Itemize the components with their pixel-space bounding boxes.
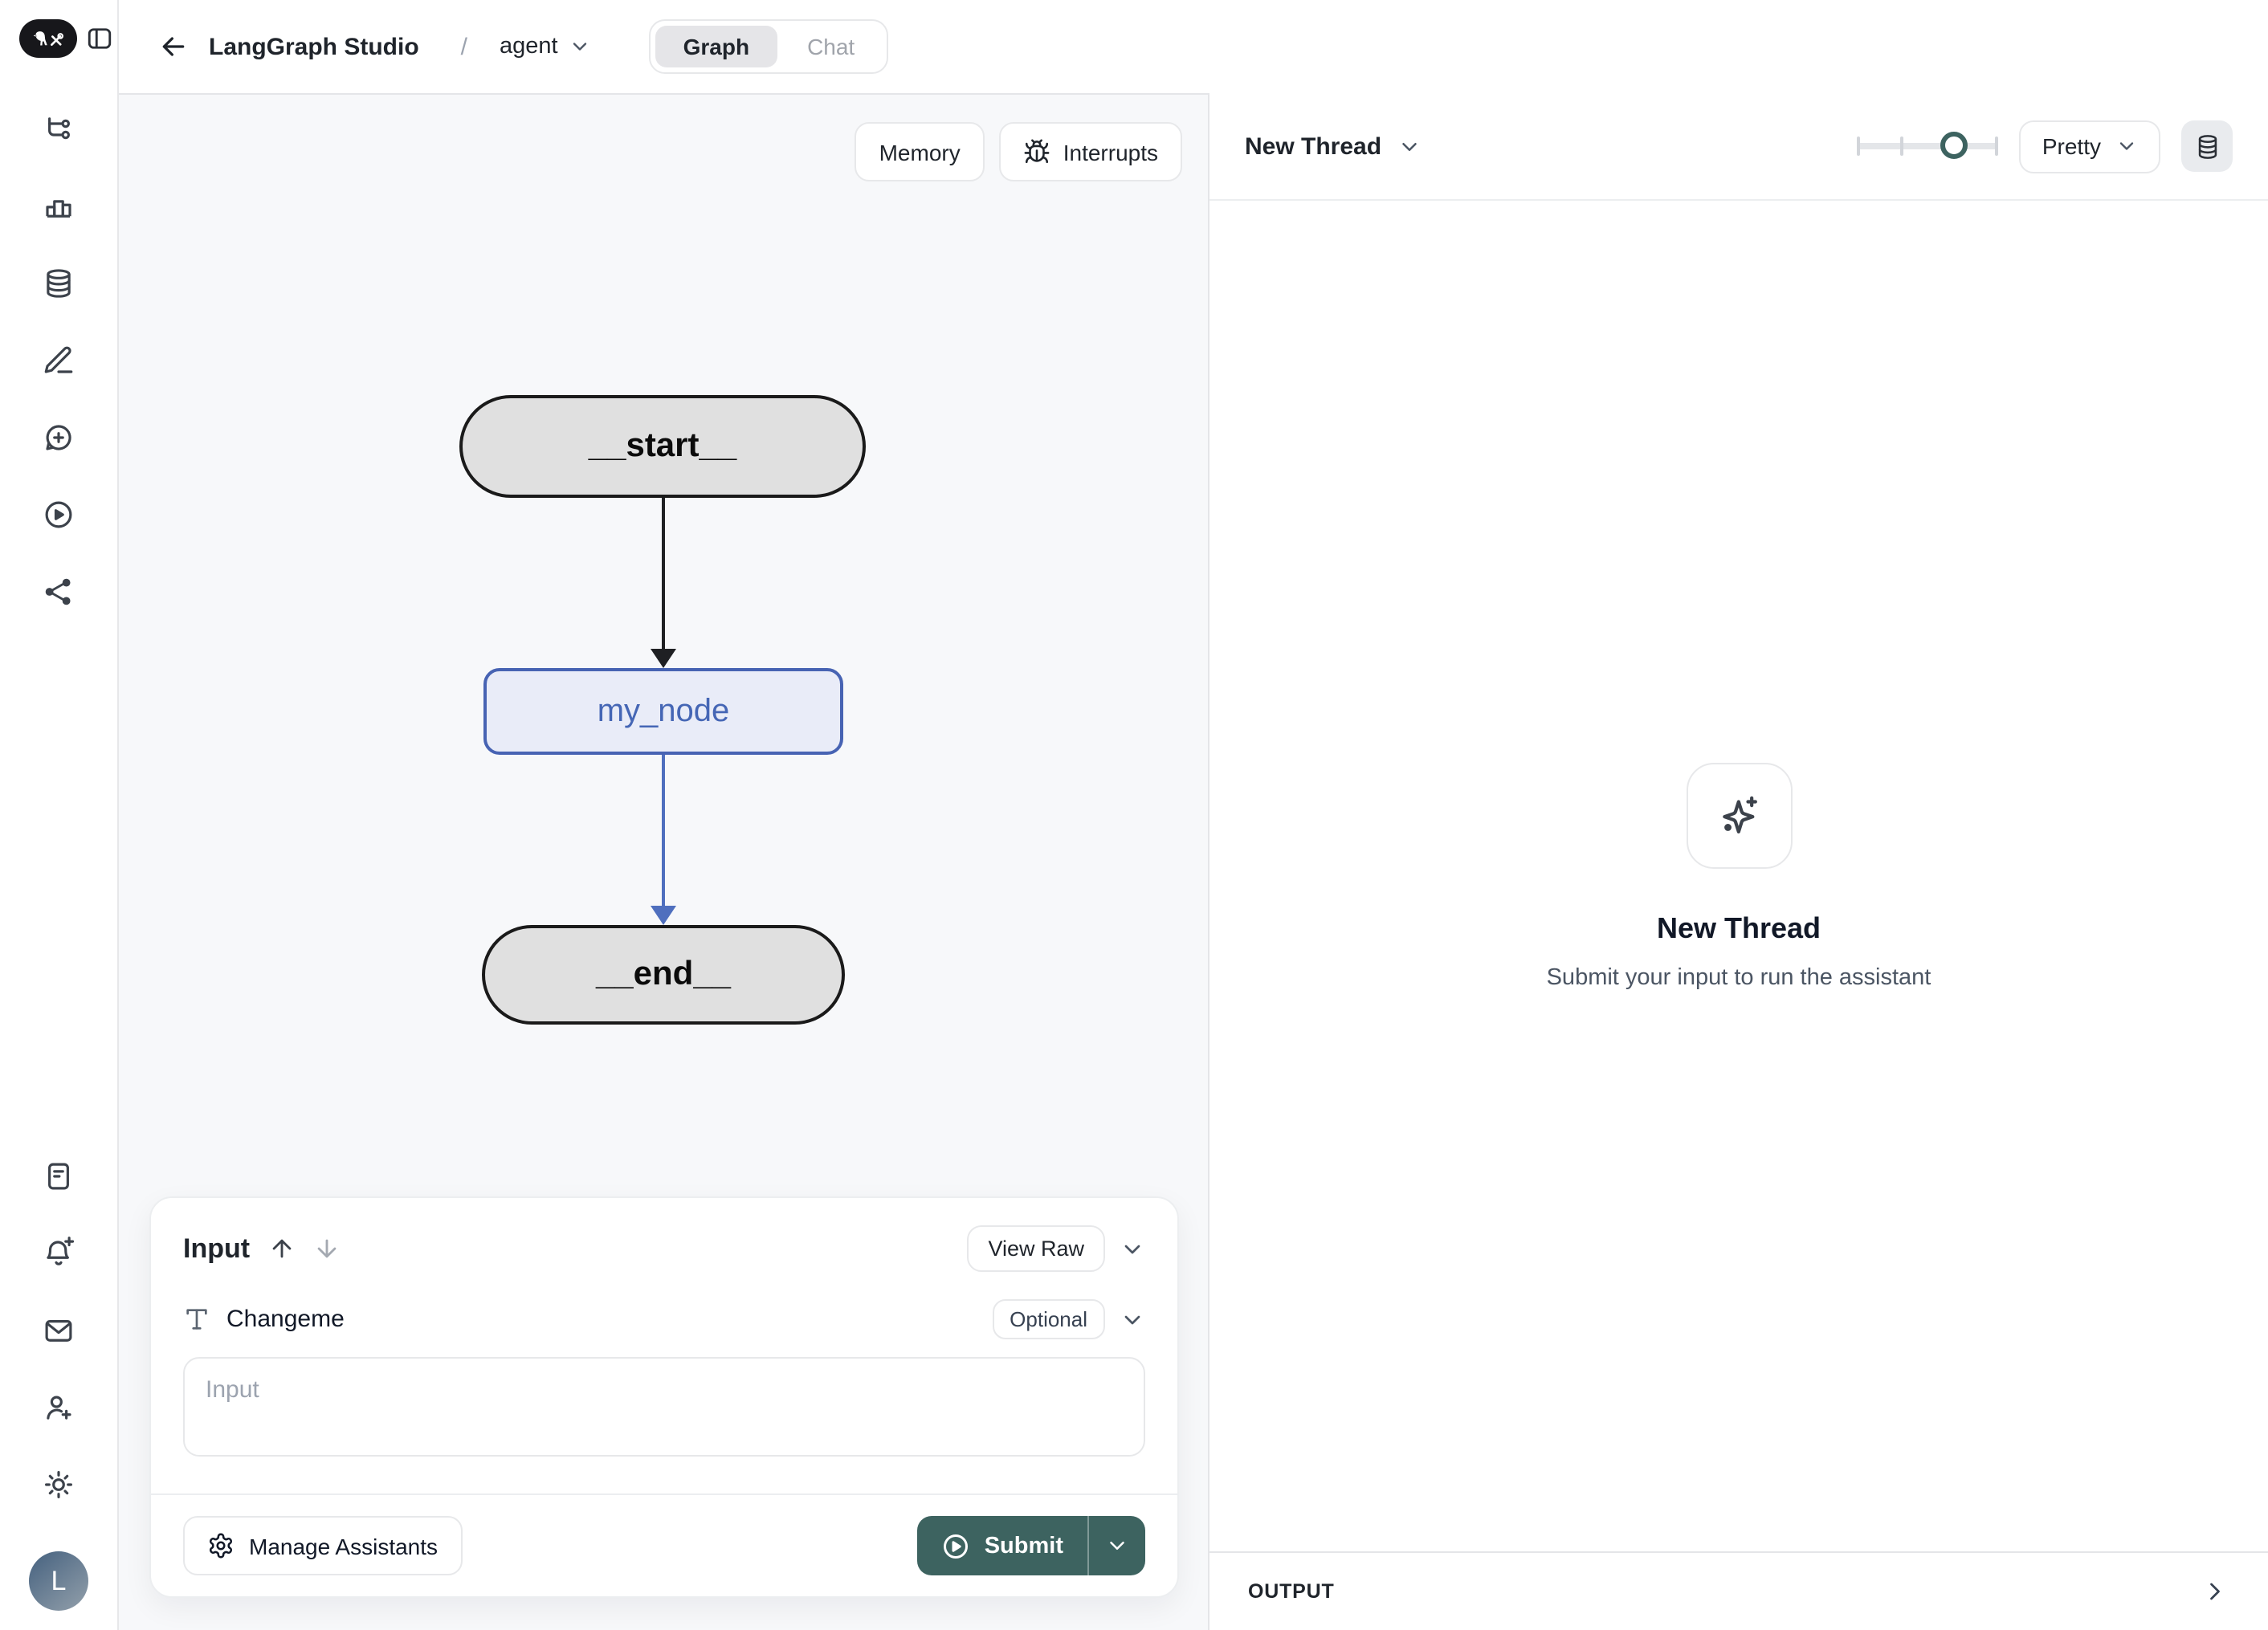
state-view-button[interactable] [2181,120,2233,172]
sparkles-icon [1686,762,1792,868]
empty-state-subtitle: Submit your input to run the assistant [1546,964,1931,990]
chevron-down-icon [569,35,592,58]
graph-node-end[interactable]: __end__ [482,925,845,1025]
render-mode-label: Pretty [2042,133,2101,159]
view-tabs: Graph Chat [649,19,889,74]
database-icon[interactable] [27,251,91,315]
graph-selector[interactable]: agent [500,34,592,59]
manage-assistants-label: Manage Assistants [249,1533,439,1559]
field-label: Changeme [226,1306,345,1333]
output-bar[interactable]: OUTPUT [1209,1551,2268,1630]
slider-track [1857,143,1999,149]
bar-chart-icon[interactable] [27,173,91,238]
thread-selector[interactable]: New Thread [1245,132,1422,160]
database-icon [2193,132,2221,160]
sidebar-toggle-icon[interactable] [84,22,116,55]
edge-end-arrowhead-icon [650,906,675,925]
collapse-panel-chevron-icon[interactable] [1120,1236,1145,1261]
detail-slider[interactable] [1857,132,1999,161]
app-header: LangGraph Studio / agent Graph Chat [119,0,2268,93]
breadcrumb-separator: / [460,33,467,60]
canvas-toolbar: Memory Interrupts [855,122,1182,181]
new-chat-icon[interactable] [27,405,91,469]
field-collapse-chevron-icon[interactable] [1120,1306,1145,1332]
slider-tick [1857,137,1861,156]
gear-icon [207,1532,235,1559]
sidebar-nav-top [27,96,91,623]
logo-row [19,19,116,58]
interrupts-label: Interrupts [1063,139,1158,165]
play-circle-icon [941,1531,970,1560]
mail-icon[interactable] [27,1298,91,1362]
optional-badge: Optional [992,1299,1105,1339]
tab-chat[interactable]: Chat [807,34,855,59]
arrow-up-icon[interactable] [267,1235,295,1262]
edge-start-to-mynode [661,498,664,649]
user-plus-icon[interactable] [27,1375,91,1439]
graph-node-my-node[interactable]: my_node [483,668,843,755]
submit-options-chevron-icon[interactable] [1089,1516,1145,1575]
graph-node-start[interactable]: __start__ [459,395,866,498]
memory-button[interactable]: Memory [855,122,985,181]
render-mode-select[interactable]: Pretty [2019,120,2160,173]
thread-panel: New Thread Pretty [1208,93,2268,1630]
submit-divider [1087,1516,1089,1575]
manage-assistants-button[interactable]: Manage Assistants [183,1516,463,1575]
thread-panel-header: New Thread Pretty [1209,93,2268,201]
play-circle-icon[interactable] [27,482,91,546]
empty-state-title: New Thread [1656,911,1821,943]
output-label: OUTPUT [1248,1580,1335,1603]
edit-icon[interactable] [27,328,91,392]
chevron-right-icon[interactable] [2201,1577,2229,1606]
graph-canvas[interactable]: Memory Interrupts __start__ m [119,93,1208,1630]
type-icon [183,1306,210,1333]
arrow-down-icon[interactable] [312,1235,340,1262]
input-field[interactable] [183,1357,1145,1457]
chevron-down-icon [1397,134,1422,158]
thread-selector-label: New Thread [1245,132,1382,160]
tab-graph[interactable]: Graph [655,26,777,67]
avatar[interactable]: L [29,1551,88,1611]
edge-mynode-to-end [661,755,664,906]
back-arrow-icon[interactable] [154,27,193,66]
graph-selector-label: agent [500,34,558,59]
sidebar-nav-bottom: L [27,1143,91,1611]
view-raw-button[interactable]: View Raw [967,1225,1105,1272]
share-icon[interactable] [27,559,91,623]
submit-label: Submit [984,1533,1063,1559]
bug-icon [1023,138,1050,165]
langgraph-studio-logo[interactable] [19,19,77,58]
edge-start-arrowhead-icon [650,649,675,668]
sun-icon[interactable] [27,1452,91,1516]
slider-tick [1995,137,1999,156]
thread-empty-state: New Thread Submit your input to run the … [1209,201,2268,1551]
chevron-down-icon [2115,135,2138,157]
graph-icon[interactable] [27,96,91,161]
slider-tick [1900,137,1904,156]
bell-plus-icon[interactable] [27,1220,91,1285]
page-title: LangGraph Studio [209,33,419,60]
document-icon[interactable] [27,1143,91,1208]
input-panel: Input View Raw [149,1196,1179,1598]
thread-panel-controls: Pretty [1857,120,2233,173]
submit-split-button: Submit [916,1516,1145,1575]
slider-handle[interactable] [1940,132,1968,159]
submit-button[interactable]: Submit [917,1516,1087,1575]
input-panel-title: Input [183,1233,251,1263]
interrupts-button[interactable]: Interrupts [998,122,1182,181]
sidebar: L [0,0,119,1630]
